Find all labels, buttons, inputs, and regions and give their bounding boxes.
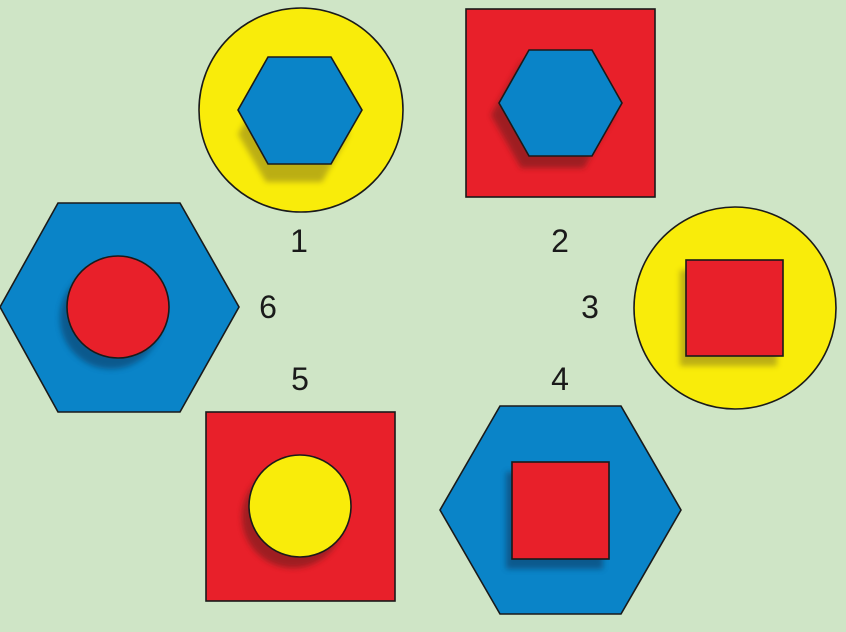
figure-2 xyxy=(465,8,656,198)
figure-4-number: 4 xyxy=(551,361,569,397)
figure-3-inner-square xyxy=(685,259,784,357)
figure-2-number: 2 xyxy=(551,223,569,259)
figure-3-number: 3 xyxy=(581,289,599,325)
figure-6 xyxy=(0,202,240,413)
figure-4 xyxy=(439,405,682,615)
figure-3 xyxy=(633,206,837,410)
figure-1 xyxy=(198,7,404,213)
figure-2-inner-hexagon xyxy=(498,49,623,157)
figure-6-number: 6 xyxy=(259,289,277,325)
figure-4-inner-square xyxy=(511,461,610,560)
figure-1-inner-hexagon xyxy=(237,56,363,165)
figure-1-number: 1 xyxy=(290,223,308,259)
figure-6-inner-circle xyxy=(66,255,170,359)
figure-5-number: 5 xyxy=(291,361,309,397)
figure-5 xyxy=(205,411,396,602)
figure-5-inner-circle xyxy=(248,454,352,558)
